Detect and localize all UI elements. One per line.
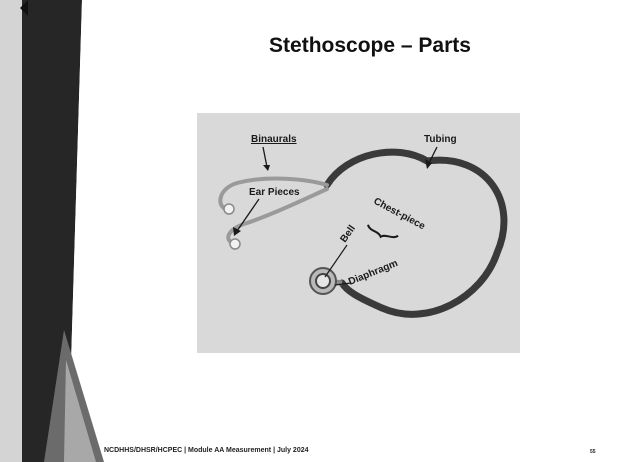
slide-side-decoration bbox=[0, 0, 110, 462]
ear-piece-lower bbox=[230, 239, 240, 249]
label-binaurals: Binaurals bbox=[251, 134, 297, 145]
label-ear-pieces: Ear Pieces bbox=[249, 187, 300, 198]
decor-left-light bbox=[0, 0, 22, 462]
stethoscope-photo: Binaurals Ear Pieces Tubing Chest-piece … bbox=[197, 113, 520, 353]
ear-piece-upper bbox=[224, 204, 234, 214]
slide-title: Stethoscope – Parts bbox=[150, 34, 590, 58]
bell-disc bbox=[316, 274, 330, 288]
decor-light-gray-triangle bbox=[64, 360, 96, 462]
photo-background bbox=[197, 113, 520, 353]
label-tubing: Tubing bbox=[424, 134, 457, 145]
slide-footer: NCDHHS/DHSR/HCPEC | Module AA Measuremen… bbox=[104, 447, 309, 454]
slide-page-number: 55 bbox=[590, 449, 596, 455]
